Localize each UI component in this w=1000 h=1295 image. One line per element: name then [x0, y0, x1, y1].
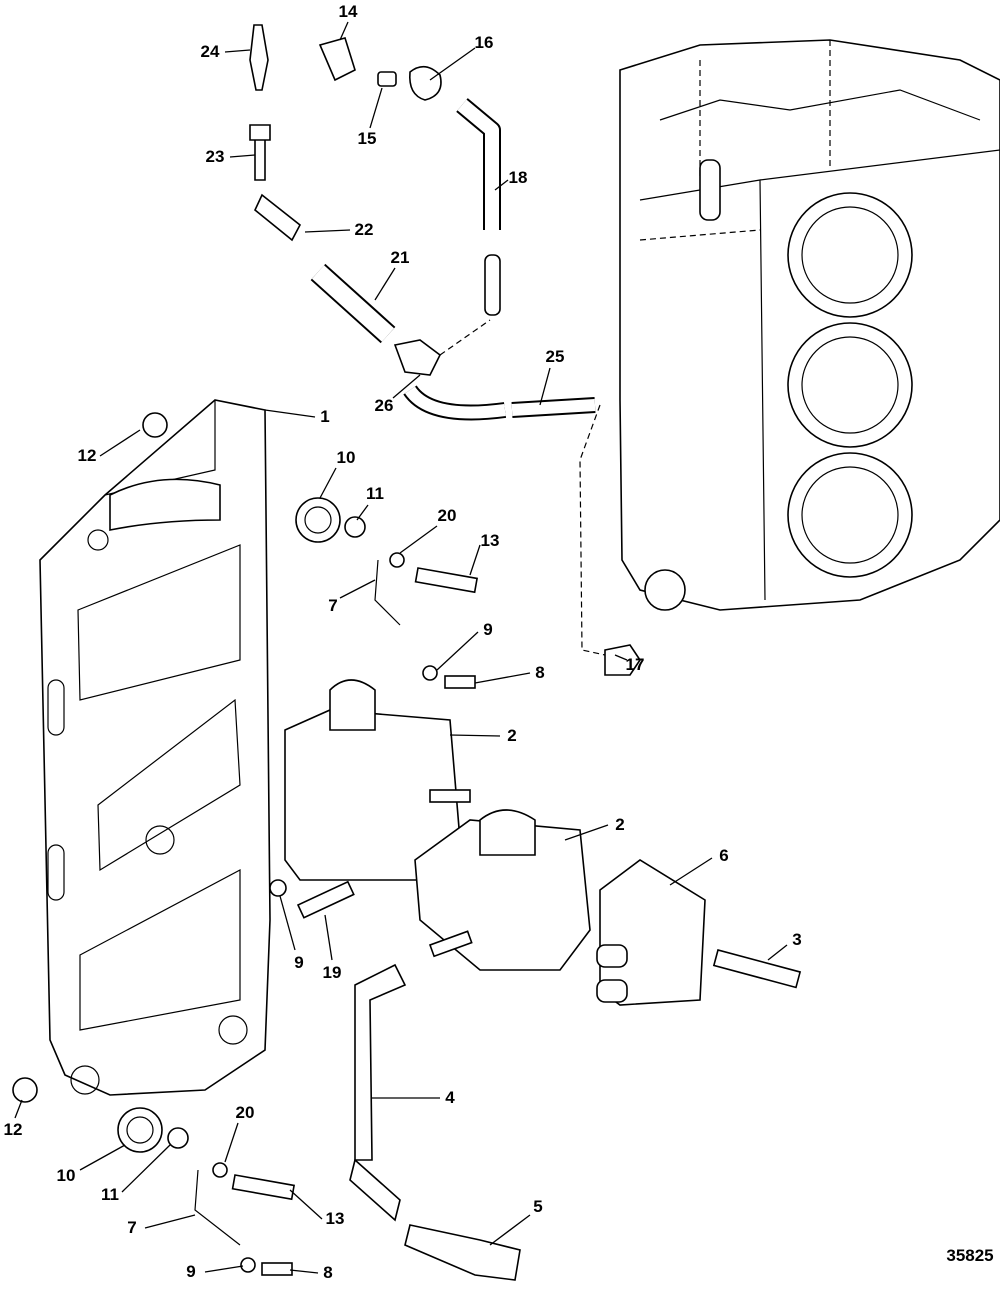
callout-20: 20	[437, 506, 457, 525]
callout-11: 11	[366, 484, 384, 503]
callout-18: 18	[508, 168, 528, 187]
callout-9: 9	[483, 620, 493, 639]
callout-5: 5	[533, 1197, 543, 1216]
engine-block	[619, 39, 1000, 611]
callout-8: 8	[323, 1263, 333, 1282]
callout-22: 22	[354, 220, 374, 239]
callout-11: 11	[101, 1185, 119, 1204]
callout-9: 9	[186, 1262, 196, 1281]
callout-10: 10	[336, 448, 356, 467]
callout-24: 24	[200, 42, 220, 61]
figure-number: 35825	[946, 1246, 994, 1265]
callout-21: 21	[390, 248, 410, 267]
callout-4: 4	[445, 1088, 455, 1107]
spark-plug-lead	[349, 963, 521, 1281]
callout-3: 3	[792, 930, 802, 949]
callout-1: 1	[320, 407, 330, 426]
hardware	[117, 497, 802, 1276]
callout-19: 19	[322, 963, 342, 982]
callout-8: 8	[535, 663, 545, 682]
callout-26: 26	[374, 396, 394, 415]
callout-25: 25	[545, 347, 565, 366]
callout-7: 7	[328, 596, 338, 615]
callout-14: 14	[338, 2, 358, 21]
ignition-coils	[284, 679, 706, 1006]
callout-13: 13	[325, 1209, 345, 1228]
callout-12: 12	[3, 1120, 23, 1139]
callout-16: 16	[474, 33, 494, 52]
callout-7: 7	[127, 1218, 137, 1237]
callout-15: 15	[357, 129, 377, 148]
callout-6: 6	[719, 846, 729, 865]
mounting-bracket	[12, 399, 271, 1103]
callout-12: 12	[77, 446, 97, 465]
leader-lines	[14, 21, 788, 1274]
fuel-hoses	[249, 24, 641, 676]
callout-23: 23	[205, 147, 225, 166]
callout-9: 9	[294, 953, 304, 972]
callout-2: 2	[507, 726, 517, 745]
callout-17: 17	[625, 655, 645, 674]
callout-2: 2	[615, 815, 625, 834]
callout-10: 10	[56, 1166, 76, 1185]
callout-13: 13	[480, 531, 500, 550]
callout-20: 20	[235, 1103, 255, 1122]
